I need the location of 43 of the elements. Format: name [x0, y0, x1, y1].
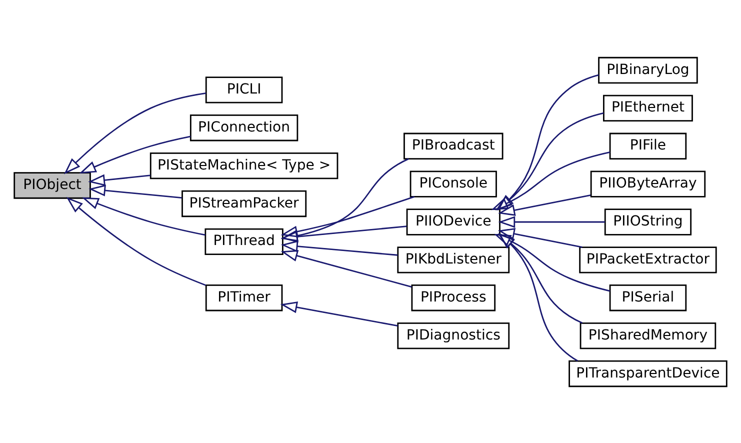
arrow [280, 240, 398, 256]
arrow [280, 225, 407, 242]
arrow [494, 233, 610, 292]
node-box: PICLI [205, 76, 283, 103]
node-box: PIObject [14, 172, 91, 198]
node-box: PIProcess [411, 284, 496, 311]
node-box: PIThread [204, 228, 284, 255]
node-box: PIConnection [190, 114, 298, 141]
arrow [498, 194, 591, 216]
arrow [497, 74, 599, 210]
node-box: PIKbdListener [397, 246, 510, 273]
node-box: PIConsole [410, 170, 497, 197]
node-box: PIPacketExtractor [579, 246, 717, 273]
node-box: PIIOString [604, 208, 692, 235]
arrow [498, 232, 578, 362]
node-box: PITimer [205, 284, 283, 311]
arrow [280, 301, 398, 326]
node-box: PIBinaryLog [598, 56, 698, 84]
node-box: PIStateMachine< Type > [150, 152, 338, 179]
arrow [498, 228, 582, 248]
node-box: PIIOByteArray [590, 170, 706, 197]
arrow [491, 151, 610, 210]
arrow [496, 112, 604, 210]
node-box: PITransparentDevice [568, 360, 728, 387]
node-box: PIIODevice [406, 208, 500, 235]
arrow [280, 158, 409, 242]
node-box: PIFile [609, 132, 687, 159]
node-box: PISerial [609, 284, 687, 311]
node-box: PIEthernet [603, 94, 693, 122]
node-box: PIStreamPacker [182, 190, 307, 217]
arrow [88, 184, 182, 198]
arrow [280, 196, 415, 237]
arrow [82, 196, 206, 236]
arrow [280, 250, 412, 288]
arrow [66, 196, 206, 286]
arrow [64, 92, 206, 174]
arrow [88, 174, 150, 186]
node-box: PIBroadcast [404, 132, 504, 159]
arrow [79, 135, 191, 174]
node-box: PIDiagnostics [397, 322, 510, 349]
arrow [498, 232, 583, 324]
node-box: PISharedMemory [580, 322, 716, 349]
arrow [498, 216, 605, 228]
